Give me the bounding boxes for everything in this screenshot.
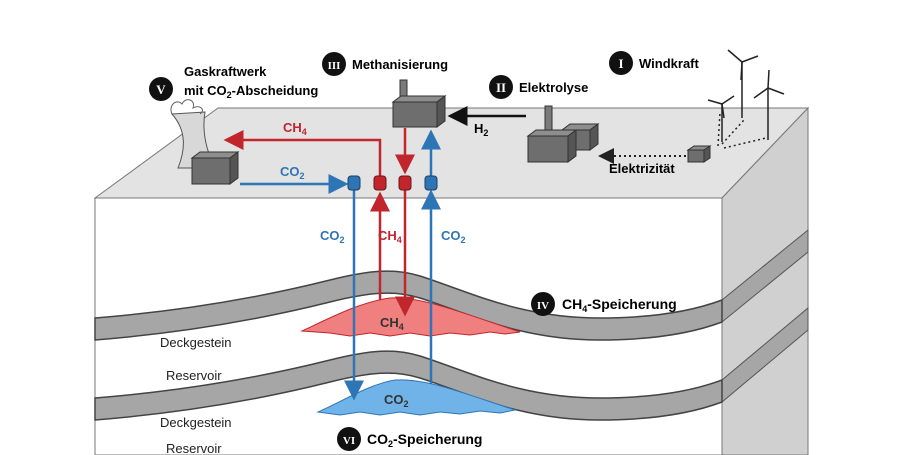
- svg-text:II: II: [496, 80, 506, 95]
- label-co2-speicherung: CO2-Speicherung: [367, 431, 482, 449]
- badge-iv: IV: [531, 292, 555, 316]
- flow-label-co2-left: CO2: [320, 228, 345, 245]
- badge-vi: VI: [337, 427, 361, 451]
- label-deckgestein-2: Deckgestein: [160, 415, 232, 430]
- label-co2-abscheidung: mit CO2-Abscheidung: [184, 83, 318, 100]
- label-gaskraftwerk: Gaskraftwerk: [184, 64, 267, 79]
- svg-text:I: I: [618, 56, 623, 71]
- electrolysis-plant: [526, 105, 600, 163]
- label-ch4-speicherung: CH4-Speicherung: [562, 296, 677, 314]
- caprock-layer-1: [94, 270, 723, 341]
- badge-iii: III: [322, 52, 346, 76]
- label-reservoir-1: Reservoir: [166, 368, 222, 383]
- label-h2: H2: [474, 121, 488, 138]
- label-elektrolyse: Elektrolyse: [519, 80, 588, 95]
- flow-label-ch4-mid: CH4: [378, 228, 402, 245]
- svg-text:V: V: [156, 82, 166, 97]
- reservoir-label-co2: CO2: [384, 392, 409, 409]
- flow-label-ch4-top: CH4: [283, 120, 307, 137]
- flow-label-co2-top: CO2: [280, 164, 305, 181]
- gas-power-plant: [170, 99, 240, 185]
- svg-text:IV: IV: [537, 300, 549, 312]
- label-methanisierung: Methanisierung: [352, 57, 448, 72]
- chimney: [544, 105, 553, 131]
- label-deckgestein-1: Deckgestein: [160, 335, 232, 350]
- badge-ii: II: [489, 75, 513, 99]
- ch4-to-plant-arrow: [223, 130, 382, 178]
- reservoir-label-ch4: CH4: [380, 315, 404, 332]
- badge-i: I: [609, 51, 633, 75]
- plant-building: [191, 157, 231, 185]
- caprock-layer-2: [94, 350, 723, 421]
- svg-text:VI: VI: [343, 435, 355, 447]
- label-reservoir-2: Reservoir: [166, 441, 222, 455]
- label-windkraft: Windkraft: [639, 56, 699, 71]
- ch4-reservoir: [300, 297, 521, 337]
- label-elektrizitaet: Elektrizität: [609, 161, 675, 176]
- transformer-box: [686, 145, 712, 163]
- wellheads: [347, 175, 438, 191]
- wind-turbines-icon: [707, 49, 785, 149]
- flow-label-co2-right: CO2: [441, 228, 466, 245]
- steam-icon: [170, 99, 203, 115]
- svg-text:III: III: [328, 60, 341, 72]
- methanation-plant: [391, 79, 447, 128]
- badge-v: V: [149, 77, 173, 101]
